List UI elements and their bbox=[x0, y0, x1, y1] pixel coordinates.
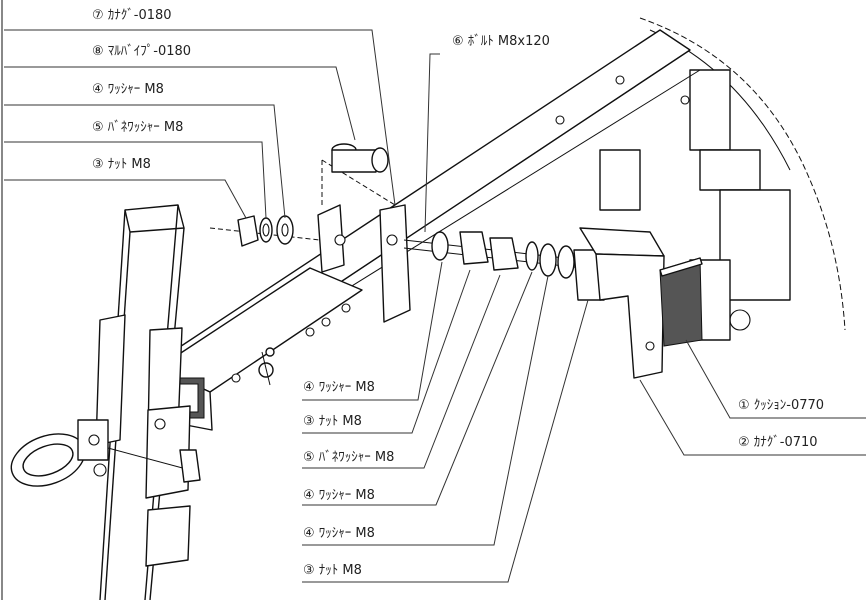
leader-item5-top bbox=[4, 141, 267, 219]
callout-item1: ① ｸｯｼｮﾝ-0770 bbox=[738, 398, 825, 413]
lock-pin bbox=[258, 347, 275, 386]
housing-block-lower bbox=[719, 189, 791, 301]
bolt-6-assembly bbox=[403, 231, 605, 301]
callout-item3-a: ③ ﾅｯﾄ M8 bbox=[303, 414, 362, 429]
leader-item7 bbox=[4, 29, 396, 206]
callout-item6: ⑥ ﾎﾞﾙﾄ M8x120 bbox=[452, 34, 550, 49]
leader-item4-c bbox=[302, 275, 549, 546]
machine-housing bbox=[599, 17, 846, 341]
leader-item6 bbox=[424, 53, 440, 233]
callout-item7-top: ⑦ ｶﾅｸﾞ-0180 bbox=[92, 8, 172, 23]
leader-item5-b bbox=[302, 274, 501, 469]
leader-item3-top bbox=[4, 179, 247, 219]
callout-item4-a: ④ ﾜｯｼｬｰ M8 bbox=[303, 380, 375, 395]
leader-item3-c bbox=[302, 299, 589, 583]
callout-item3-c: ③ ﾅｯﾄ M8 bbox=[303, 563, 362, 578]
leader-item4-a bbox=[302, 261, 443, 401]
round-pipe-8 bbox=[331, 143, 389, 173]
callout-item8: ⑧ ﾏﾙﾊﾞｲﾌﾟ-0180 bbox=[92, 44, 192, 59]
left-hardware-stack bbox=[209, 215, 321, 247]
eye-bolt bbox=[10, 419, 201, 487]
cushion-1 bbox=[659, 257, 703, 347]
leader-item4-b bbox=[302, 271, 533, 506]
callout-item3-top: ③ ﾅｯﾄ M8 bbox=[92, 157, 151, 172]
vertical-post bbox=[95, 204, 191, 600]
leader-lines bbox=[4, 29, 866, 583]
bracket-2 bbox=[579, 227, 665, 379]
housing-bracket bbox=[599, 149, 641, 211]
bracket-plate-7 bbox=[317, 159, 411, 323]
callout-item4-b: ④ ﾜｯｼｬｰ M8 bbox=[303, 488, 375, 503]
callout-item2: ② ｶﾅｸﾞ-0710 bbox=[738, 435, 818, 450]
callout-item5-top: ⑤ ﾊﾞﾈﾜｯｼｬｰ M8 bbox=[92, 120, 184, 135]
housing-bolt bbox=[729, 309, 751, 331]
leader-item8 bbox=[4, 66, 356, 141]
leader-item1 bbox=[685, 339, 866, 419]
callout-item5-b: ⑤ ﾊﾞﾈﾜｯｼｬｰ M8 bbox=[303, 450, 395, 465]
leader-item2 bbox=[639, 379, 866, 456]
housing-block-mid bbox=[699, 149, 761, 191]
callout-item4-top: ④ ﾜｯｼｬｰ M8 bbox=[92, 82, 164, 97]
leader-item4-top bbox=[4, 104, 286, 219]
leader-item3-a bbox=[302, 269, 471, 434]
housing-block-upper bbox=[689, 69, 731, 151]
callout-item4-c: ④ ﾜｯｼｬｰ M8 bbox=[303, 526, 375, 541]
